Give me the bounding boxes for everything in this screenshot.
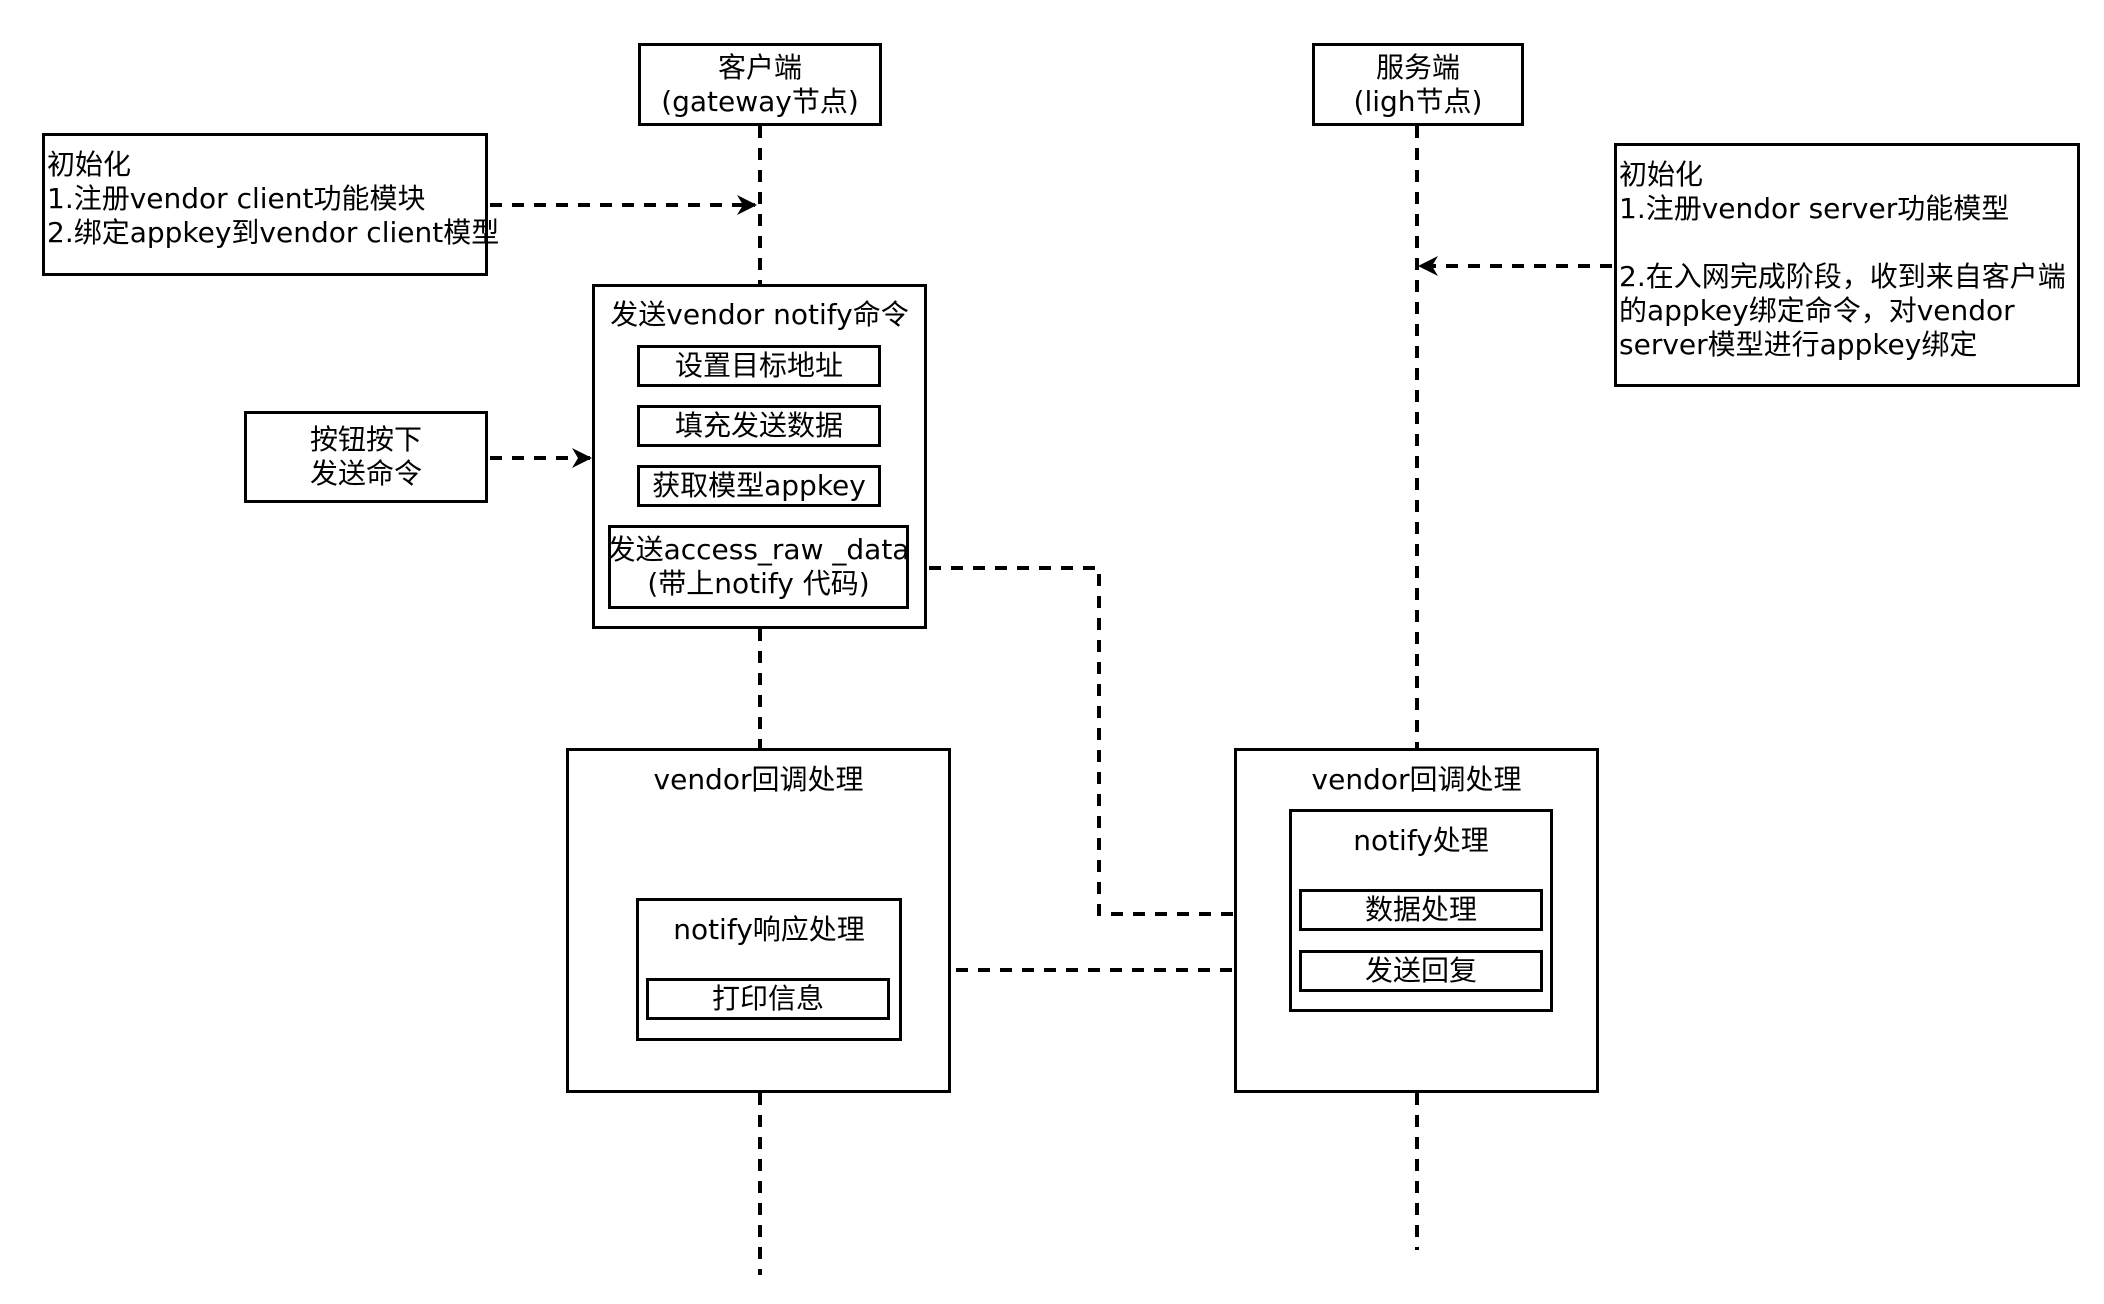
client-callback-title: vendor回调处理	[653, 763, 864, 796]
step-get-model-appkey: 获取模型appkey	[637, 465, 881, 507]
send-notify-title: 发送vendor notify命令	[610, 298, 909, 331]
server-header-line2: (ligh节点)	[1353, 84, 1483, 118]
client-init-line3: 2.绑定appkey到vendor client模型	[47, 216, 500, 249]
client-lifeline-header: 客户端 (gateway节点)	[638, 43, 882, 126]
server-init-line2: 1.注册vendor server功能模型	[1619, 192, 2010, 225]
access-raw-data-line2: (带上notify 代码)	[647, 567, 870, 600]
step-send-access-raw-data: 发送access_raw _data (带上notify 代码)	[608, 525, 909, 609]
step-data-processing-label: 数据处理	[1364, 893, 1477, 926]
button-trigger-line2: 发送命令	[309, 457, 422, 490]
step-fill-send-data-label: 填充发送数据	[674, 409, 843, 442]
server-callback-title: vendor回调处理	[1311, 763, 1522, 796]
server-init-line4: 的appkey绑定命令，对vendor	[1619, 294, 2015, 327]
server-lifeline-header: 服务端 (ligh节点)	[1312, 43, 1524, 126]
client-header-line1: 客户端	[717, 50, 802, 84]
server-init-line1: 初始化	[1619, 158, 1704, 191]
server-init-note: 初始化 1.注册vendor server功能模型 . 2.在入网完成阶段，收到…	[1614, 143, 2080, 387]
notify-handler-title: notify处理	[1353, 824, 1489, 857]
step-set-target-address-label: 设置目标地址	[674, 349, 843, 382]
step-print-info: 打印信息	[646, 978, 890, 1020]
client-init-line2: 1.注册vendor client功能模块	[47, 182, 426, 215]
step-data-processing: 数据处理	[1299, 889, 1543, 931]
step-get-model-appkey-label: 获取模型appkey	[652, 469, 866, 502]
step-send-reply-label: 发送回复	[1364, 954, 1477, 987]
step-fill-send-data: 填充发送数据	[637, 405, 881, 447]
access-raw-data-line1: 发送access_raw _data	[607, 533, 910, 566]
notify-response-handler-title: notify响应处理	[673, 913, 865, 946]
step-set-target-address: 设置目标地址	[637, 345, 881, 387]
server-header-line1: 服务端	[1375, 50, 1460, 84]
button-trigger-note: 按钮按下 发送命令	[244, 411, 488, 503]
step-send-reply: 发送回复	[1299, 950, 1543, 992]
server-init-line3: 2.在入网完成阶段，收到来自客户端	[1619, 260, 2066, 293]
client-init-line1: 初始化	[47, 148, 132, 181]
client-init-note: 初始化 1.注册vendor client功能模块 2.绑定appkey到ven…	[42, 133, 500, 276]
server-init-line5: server模型进行appkey绑定	[1619, 328, 1978, 361]
button-trigger-line1: 按钮按下	[309, 423, 422, 456]
step-print-info-label: 打印信息	[711, 982, 824, 1015]
client-header-line2: (gateway节点)	[661, 84, 859, 118]
